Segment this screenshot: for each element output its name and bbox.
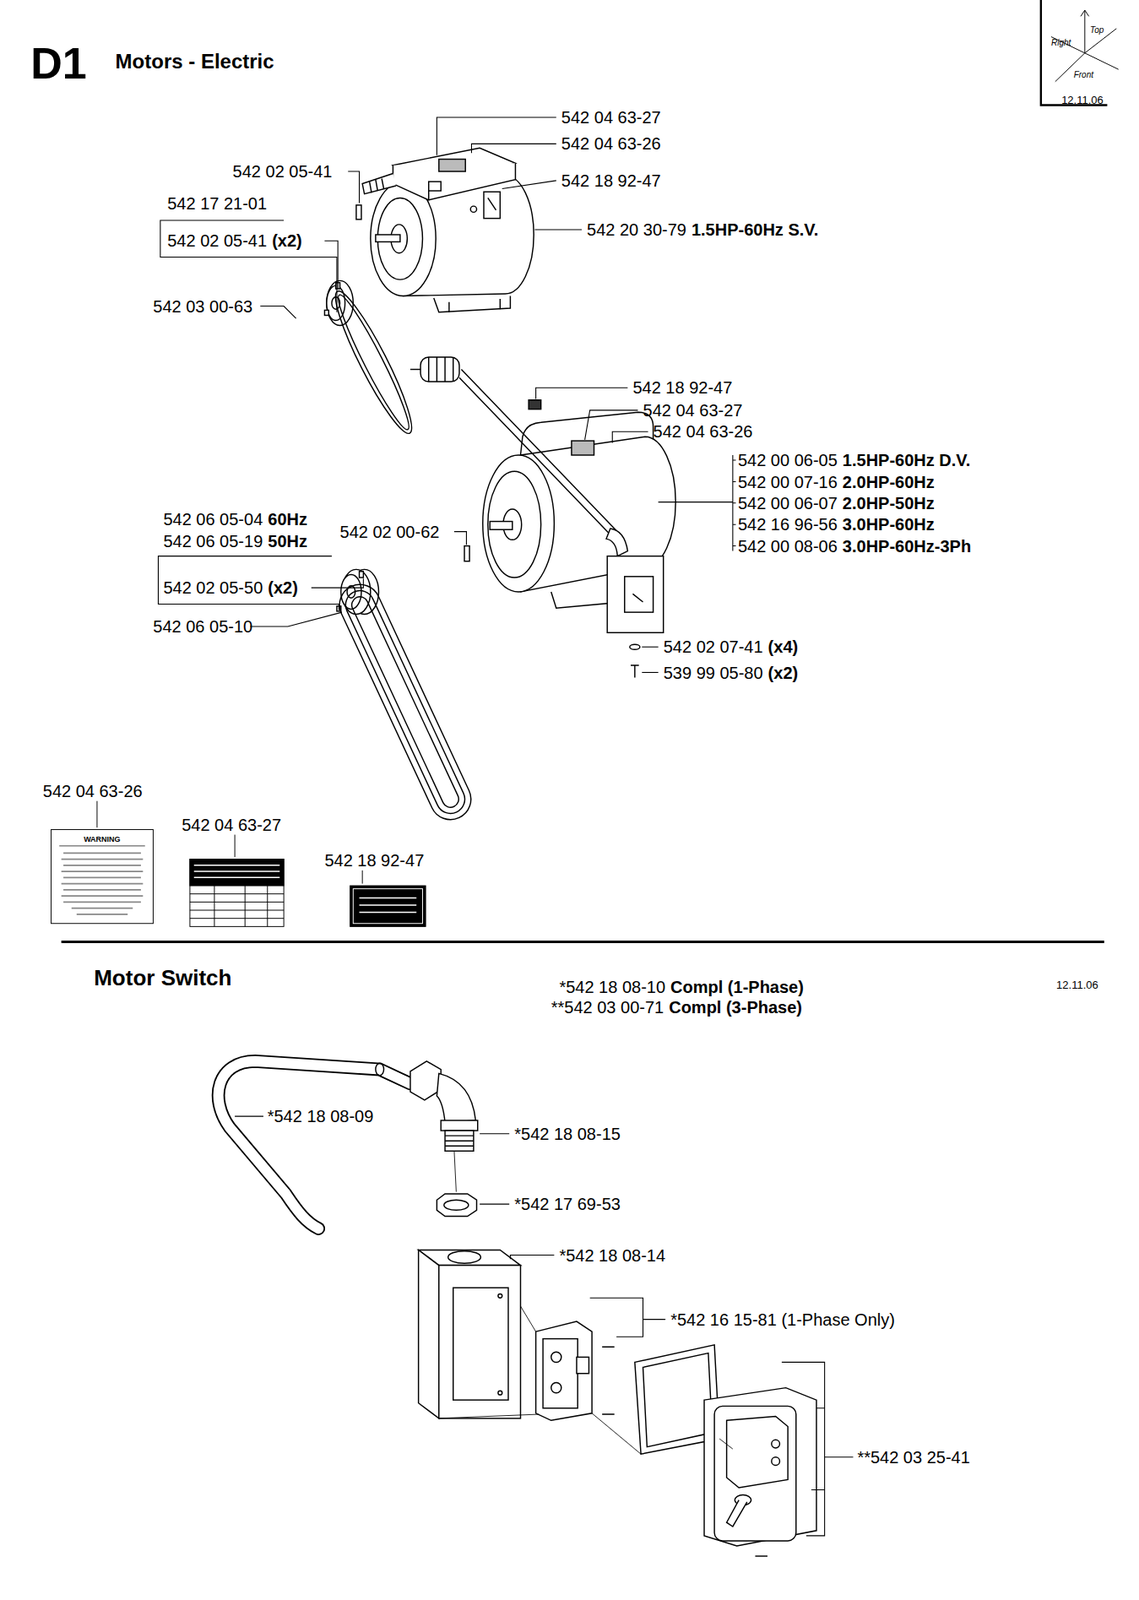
part-number: 542 20 30-79 [586, 221, 687, 239]
part-note: (x2) [768, 664, 799, 682]
power-cord [410, 357, 664, 678]
switch-cover [704, 1388, 817, 1557]
part-number: 542 02 00-62 [340, 523, 440, 541]
belt [332, 577, 478, 826]
part-number: 542 06 05-10 [152, 618, 253, 635]
part-number: **542 03 00-71 [551, 998, 664, 1016]
part-number: 542 16 96-56 [737, 515, 838, 533]
part-number: 542 04 63-27 [181, 816, 282, 834]
part-number: *542 18 08-09 [267, 1107, 375, 1125]
toggle-switch [536, 1321, 615, 1421]
part-note: 3.0HP-60Hz-3Ph [842, 537, 971, 555]
switch-box [418, 1249, 521, 1418]
axis-symbol [1051, 10, 1119, 82]
part-number: *542 18 08-15 [514, 1125, 621, 1143]
part-number: 542 00 07-16 [737, 473, 838, 491]
locknut [436, 1193, 477, 1217]
part-number: 542 18 92-47 [324, 851, 424, 869]
part-note: 50Hz [267, 532, 308, 550]
elbow-fitting [410, 1061, 478, 1151]
part-note: Compl (3-Phase) [668, 998, 803, 1016]
revision-date: 12.11.06 [1061, 94, 1104, 106]
leader-lines [160, 117, 582, 319]
part-number: 542 18 92-47 [561, 172, 662, 190]
axis-label: Front [1073, 70, 1094, 80]
part-note: (x4) [768, 638, 799, 656]
part-number: *542 16 15-81 (1-Phase Only) [670, 1311, 895, 1329]
part-number: 539 99 05-80 [663, 664, 764, 682]
part-number: 542 00 06-05 [737, 451, 838, 469]
part-note: 60Hz [267, 510, 308, 528]
projection-lines [439, 1150, 733, 1454]
revision-date: 12.11.06 [1056, 979, 1099, 991]
decal-vacuum-table [189, 835, 284, 928]
part-number: 542 18 92-47 [632, 379, 733, 396]
belt [325, 285, 423, 440]
part-note: 2.0HP-60Hz [842, 473, 935, 491]
part-note: 1.5HP-60Hz D.V. [842, 451, 971, 469]
part-number: 542 04 63-26 [43, 782, 143, 800]
part-number: 542 06 05-19 [162, 532, 263, 550]
motor-single-voltage [362, 147, 534, 313]
part-number: 542 02 05-41 [233, 162, 333, 180]
key [356, 205, 362, 220]
part-number: 542 04 63-27 [643, 401, 744, 419]
part-note: 1.5HP-60Hz S.V. [691, 221, 819, 239]
part-number: 542 02 05-50 [162, 579, 263, 597]
axis-label: Top [1090, 26, 1104, 35]
part-number: 542 00 08-06 [737, 537, 838, 555]
part-number: 542 17 21-01 [167, 195, 267, 212]
axis-label: Right [1051, 38, 1071, 48]
part-number: 542 03 00-63 [152, 298, 253, 315]
part-note: (x2) [271, 232, 303, 250]
part-note: (x2) [267, 579, 299, 597]
part-number: 542 02 07-41 [663, 638, 764, 656]
decal-warning [51, 801, 154, 924]
frame-corner [1041, 0, 1108, 105]
decal-text: WARNING [83, 835, 121, 843]
part-number: **542 03 25-41 [856, 1448, 970, 1466]
part-number: 542 04 63-26 [561, 135, 662, 152]
part-note: 3.0HP-60Hz [842, 515, 935, 533]
part-number: 542 00 06-07 [737, 494, 838, 512]
part-number: 542 02 05-41 [167, 232, 267, 250]
part-note: 2.0HP-50Hz [842, 494, 935, 512]
page-title: Motors - Electric [115, 51, 275, 72]
part-note: Compl (1-Phase) [670, 978, 804, 996]
section-code: D1 [30, 41, 87, 86]
drawing [51, 0, 1119, 1557]
decal-outlets [350, 870, 426, 927]
part-number: *542 17 69-53 [514, 1195, 621, 1213]
part-number: *542 18 08-10 [558, 978, 666, 996]
part-number: *542 18 08-14 [558, 1247, 666, 1264]
key [464, 546, 470, 562]
separator [61, 940, 1105, 944]
section-heading: Motor Switch [93, 966, 232, 989]
cable [218, 1061, 411, 1229]
part-number: 542 06 05-04 [162, 510, 263, 528]
pulley-double [336, 569, 380, 614]
part-number: 542 04 63-27 [561, 108, 662, 126]
part-number: 542 04 63-26 [653, 423, 754, 440]
